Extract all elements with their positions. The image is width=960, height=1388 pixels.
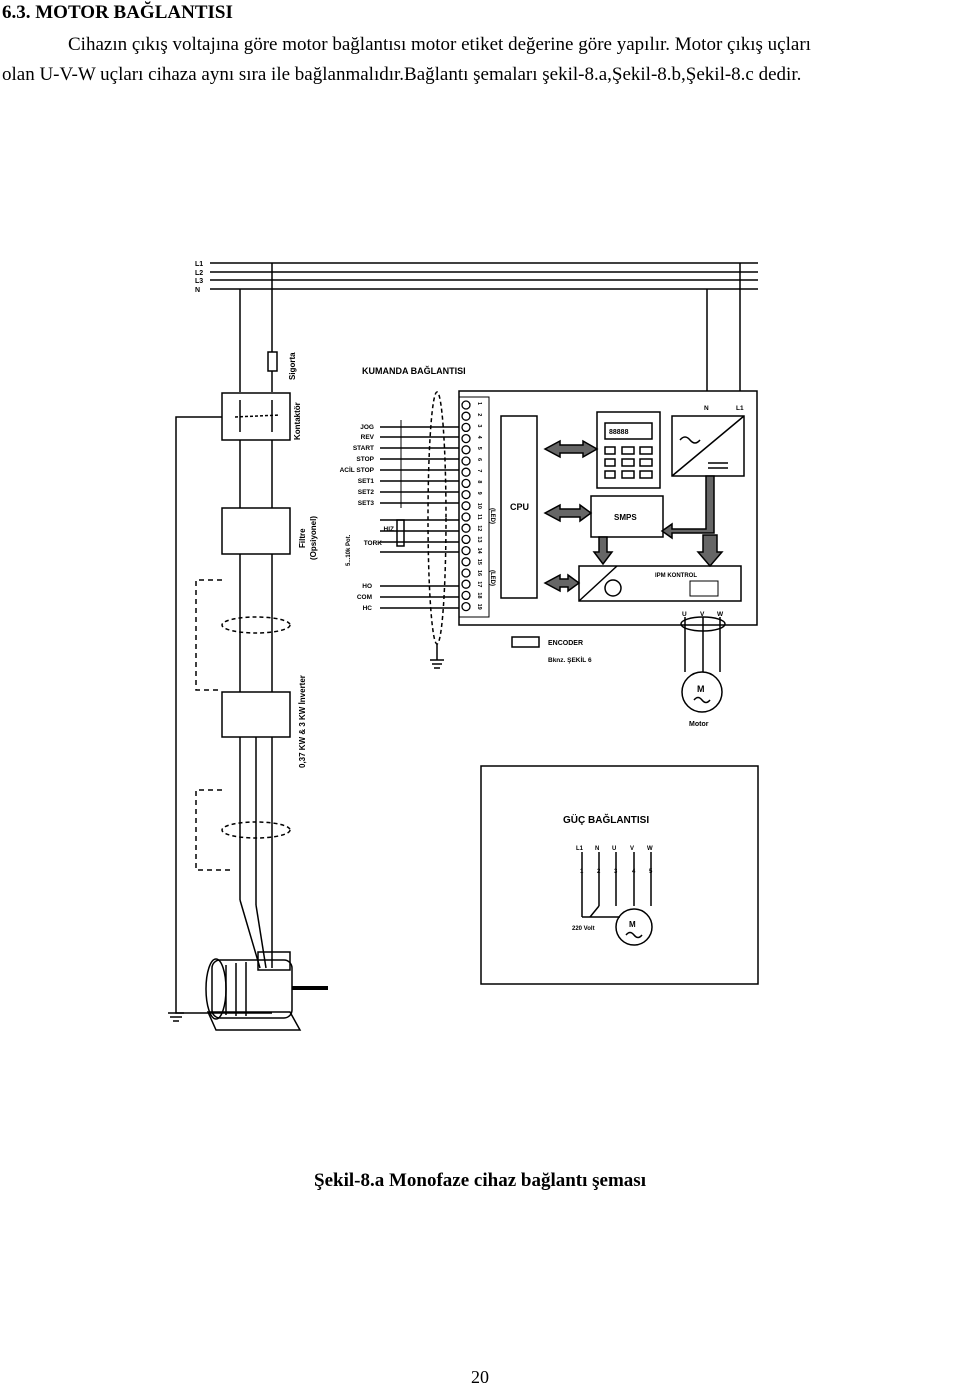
- power-title: GÜÇ BAĞLANTISI: [563, 813, 649, 826]
- terminal-number-19: 19: [476, 604, 482, 610]
- input-set2: SET2: [358, 489, 375, 496]
- terminal-number-13: 13: [476, 536, 482, 542]
- power-term-num-1: 1: [580, 869, 584, 875]
- relay-hc: HC: [363, 605, 373, 612]
- terminal-number-4: 4: [476, 436, 482, 440]
- terminal-8: [461, 478, 471, 489]
- power-term-num-3: 3: [614, 869, 618, 875]
- terminal-1: [461, 400, 471, 410]
- terminal-6: [461, 456, 471, 466]
- terminal-10: [461, 501, 471, 511]
- terminal-12: [461, 523, 471, 533]
- terminal-number-12: 12: [476, 525, 482, 531]
- terminal-number-16: 16: [476, 570, 482, 576]
- wiring-diagram: L1 L2 L3 N Sigorta Kontaktör Filtre (Ops…: [168, 261, 759, 1031]
- fuse-label: Sigorta: [288, 352, 297, 380]
- paragraph-line-1: Cihazın çıkış voltajına göre motor bağla…: [68, 34, 811, 55]
- terminal-number-10: 10: [476, 503, 482, 509]
- tork-label: TORK: [364, 540, 383, 547]
- input-jog: JOG: [360, 424, 374, 431]
- terminal-7: [461, 467, 471, 477]
- led-label-2: (LED): [489, 570, 495, 586]
- supply-line-l3: L3: [195, 278, 203, 285]
- motor-label: Motor: [689, 721, 709, 728]
- intro-paragraph: Cihazın çıkış voltajına göre motor bağla…: [2, 30, 960, 90]
- input-set3: SET3: [358, 500, 375, 507]
- terminal-17: [461, 579, 471, 589]
- power-motor-symbol: M: [629, 920, 636, 929]
- power-term-u: U: [612, 846, 616, 852]
- supply-line-n: N: [195, 287, 200, 294]
- pot-label: 5...10k Pot.: [346, 534, 352, 566]
- power-term-v: V: [630, 846, 634, 852]
- terminal-number-17: 17: [476, 581, 482, 587]
- power-term-n: N: [595, 846, 599, 852]
- terminal-5: [461, 445, 471, 455]
- terminal-13: [461, 534, 471, 545]
- terminal-15: [461, 557, 471, 567]
- terminal-number-2: 2: [476, 413, 482, 416]
- terminal-number-11: 11: [476, 514, 482, 520]
- input-set1: SET1: [358, 478, 375, 485]
- smps-label: SMPS: [614, 513, 637, 522]
- input-start: START: [353, 445, 374, 452]
- terminal-11: [461, 512, 471, 522]
- input-stop: STOP: [356, 456, 374, 463]
- hiz-label: HIZ: [384, 526, 395, 533]
- encoder-label: ENCODER: [548, 640, 583, 647]
- relay-ho: HO: [362, 583, 372, 590]
- power-in-l1: L1: [736, 405, 744, 412]
- motor-symbol: M: [697, 684, 705, 694]
- power-voltage: 220 Volt: [572, 926, 595, 932]
- power-term-num-2: 2: [597, 869, 601, 875]
- terminal-number-1: 1: [476, 402, 482, 405]
- supply-line-l1: L1: [195, 261, 203, 268]
- figure-caption: Şekil-8.a Monofaze cihaz bağlantı şeması: [314, 1170, 646, 1191]
- output-w: W: [717, 611, 724, 618]
- terminal-number-15: 15: [476, 559, 482, 565]
- paragraph-line-2: olan U-V-W uçları cihaza aynı sıra ile b…: [2, 64, 802, 85]
- output-u: U: [682, 611, 687, 618]
- terminal-19: [461, 601, 471, 612]
- terminal-number-18: 18: [476, 592, 482, 598]
- terminal-4: [461, 433, 471, 444]
- terminal-2: [461, 411, 471, 421]
- terminal-number-9: 9: [476, 492, 482, 495]
- terminal-number-7: 7: [476, 469, 482, 472]
- terminal-18: [461, 590, 471, 601]
- section-heading: 6.3. MOTOR BAĞLANTISI: [2, 2, 233, 23]
- terminal-number-6: 6: [476, 458, 482, 461]
- encoder-ref: Bknz. ŞEKİL 6: [548, 656, 592, 664]
- terminal-number-5: 5: [476, 447, 482, 450]
- input-rev: REV: [361, 434, 375, 441]
- ipm-label: IPM KONTROL: [655, 573, 697, 579]
- input-acil-stop: ACİL STOP: [340, 466, 375, 474]
- terminal-3: [461, 422, 471, 433]
- terminal-14: [461, 545, 471, 556]
- page-number: 20: [471, 1367, 489, 1387]
- supply-line-l2: L2: [195, 270, 203, 277]
- terminal-number-3: 3: [476, 424, 482, 427]
- terminal-number-8: 8: [476, 480, 482, 483]
- filter-optional-label: (Opsiyonel): [309, 516, 318, 560]
- terminal-9: [461, 489, 471, 500]
- keypad-screen: 88888: [609, 429, 629, 436]
- power-term-w: W: [647, 846, 653, 852]
- contactor-label: Kontaktör: [293, 402, 302, 440]
- control-title: KUMANDA BAĞLANTISI: [362, 365, 466, 376]
- terminal-16: [461, 568, 471, 578]
- relay-com: COM: [357, 594, 372, 601]
- power-in-n: N: [704, 405, 709, 412]
- filter-label: Filtre: [298, 528, 307, 548]
- inverter-label: 0,37 KW & 3 KW İnverter: [298, 675, 307, 768]
- output-v: V: [700, 611, 705, 618]
- cpu-label: CPU: [510, 502, 529, 512]
- terminal-number-14: 14: [476, 548, 482, 555]
- power-term-l1: L1: [576, 846, 584, 852]
- power-term-num-4: 4: [632, 869, 636, 875]
- led-label-1: (LED): [489, 508, 495, 524]
- power-term-num-5: 5: [649, 869, 653, 875]
